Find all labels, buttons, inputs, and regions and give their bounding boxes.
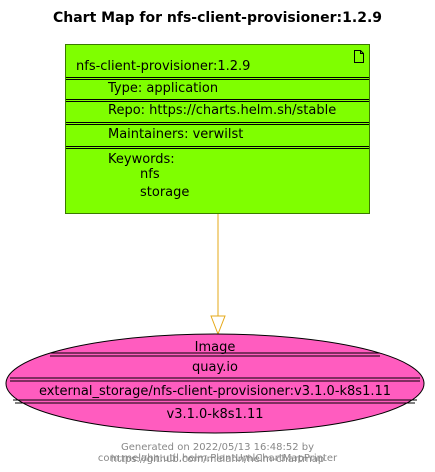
keyword: nfs — [140, 167, 160, 182]
image-tag: v3.1.0-k8s1.11 — [166, 407, 264, 422]
chart-node[interactable]: nfs-client-provisioner:1.2.9 Type: appli… — [65, 44, 370, 214]
image-node[interactable] — [5, 333, 425, 434]
image-repository: external_storage/nfs-client-provisioner:… — [38, 384, 392, 399]
chart-maintainers: Maintainers: verwilst — [108, 127, 244, 142]
diagram-title: Chart Map for nfs-client-provisioner:1.2… — [52, 10, 383, 26]
image-registry: quay.io — [192, 360, 238, 375]
file-icon — [354, 50, 364, 63]
separator — [66, 99, 369, 102]
footer-link[interactable]: https://github.com/melahn/helm-chartmap — [110, 454, 325, 465]
footer-generated: Generated on 2022/05/13 16:48:52 by com.… — [97, 442, 338, 464]
keyword: storage — [140, 185, 190, 200]
separator — [66, 122, 369, 125]
chart-name: nfs-client-provisioner:1.2.9 — [76, 59, 251, 74]
image-label: Image — [194, 340, 236, 355]
chart-keywords-label: Keywords: — [108, 152, 175, 167]
separator — [66, 77, 369, 80]
separator — [66, 146, 369, 149]
chart-type: Type: application — [108, 81, 219, 96]
chart-repo: Repo: https://charts.helm.sh/stable — [108, 103, 337, 118]
